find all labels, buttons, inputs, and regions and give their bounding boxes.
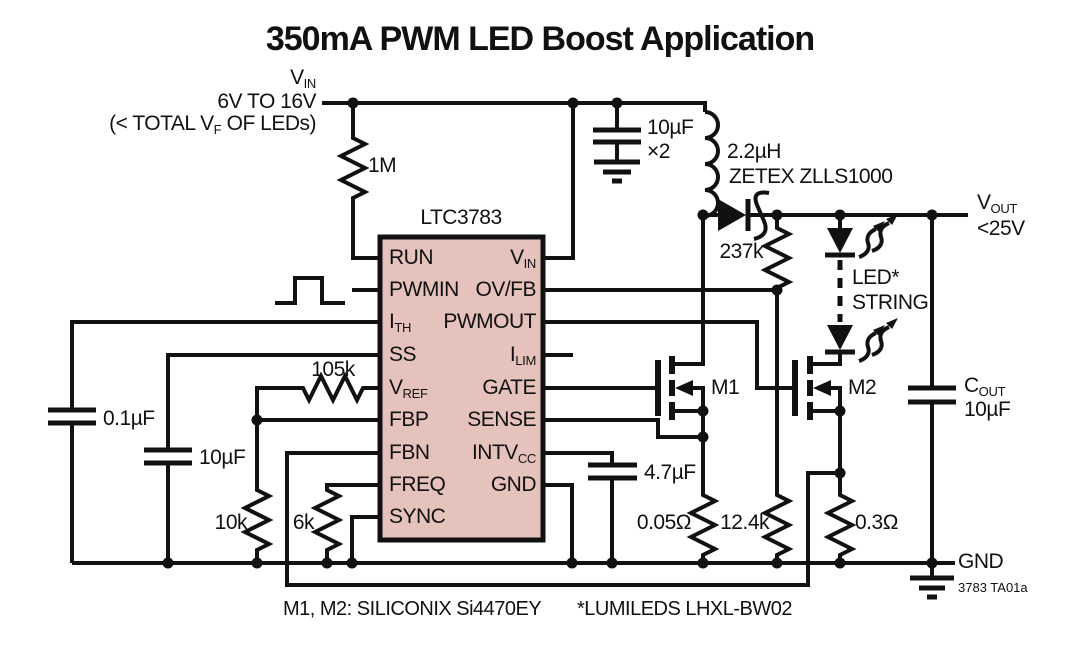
label-resistor-105k: 105k bbox=[311, 358, 355, 381]
label-cin-value: 10µF bbox=[647, 116, 694, 139]
label-gnd: GND bbox=[958, 550, 1004, 573]
pin-fbn: FBN bbox=[389, 441, 430, 464]
label-cin-qty: ×2 bbox=[647, 140, 670, 163]
label-m2: M2 bbox=[848, 376, 877, 399]
label-inductor: 2.2µH bbox=[727, 140, 781, 163]
output-capacitor bbox=[908, 215, 956, 563]
pin-fbp: FBP bbox=[389, 408, 429, 431]
pin-ovfb: OV/FB bbox=[475, 278, 536, 301]
pwmout-wire bbox=[543, 320, 795, 390]
vref-divider bbox=[240, 371, 380, 563]
label-resistor-1m: 1M bbox=[368, 154, 397, 177]
label-resistor-10k: 10k bbox=[214, 511, 248, 534]
pwm-pulse-waveform bbox=[275, 276, 380, 305]
pin-gate: GATE bbox=[482, 376, 536, 399]
label-resistor-6k: 6k bbox=[292, 511, 315, 534]
label-vin-rail: VIN bbox=[290, 66, 316, 91]
pin-vref: VREF bbox=[389, 376, 428, 401]
label-led-string-2: STRING bbox=[852, 291, 929, 314]
label-cout-value: 10µF bbox=[964, 398, 1011, 421]
pin-pwmin: PWMIN bbox=[389, 278, 459, 301]
vin-rail bbox=[322, 101, 707, 260]
pin-vin: VIN bbox=[510, 246, 536, 271]
sense-wire bbox=[543, 418, 703, 439]
label-cout-name: COUT bbox=[964, 374, 1006, 399]
inductor-coil bbox=[704, 110, 720, 218]
pin-gnd: GND bbox=[490, 473, 537, 496]
note-led: *LUMILEDS LHXL-BW02 bbox=[577, 598, 793, 620]
note-mosfets: M1, M2: SILICONIX Si4470EY bbox=[283, 598, 542, 620]
pin-ss: SS bbox=[389, 343, 417, 366]
sync-wire bbox=[350, 515, 380, 563]
fbn-route bbox=[285, 451, 840, 587]
pin-pwmout: PWMOUT bbox=[443, 310, 536, 333]
label-resistor-12k4: 12.4k bbox=[720, 511, 769, 534]
pin-run: RUN bbox=[389, 246, 434, 269]
ic-ltc3783-body bbox=[377, 234, 546, 543]
mosfet-m2 bbox=[792, 352, 842, 473]
label-led-string-1: LED* bbox=[852, 266, 900, 289]
label-resistor-0p3: 0.3Ω bbox=[855, 511, 898, 534]
pin-sense: SENSE bbox=[467, 408, 536, 431]
ground-rail bbox=[72, 561, 955, 600]
input-capacitor bbox=[593, 103, 641, 184]
intvcc-capacitor bbox=[543, 451, 637, 563]
ith-network bbox=[48, 320, 380, 563]
label-c-ith: 0.1µF bbox=[103, 407, 155, 430]
gnd-pin-wire bbox=[543, 483, 574, 563]
pin-sync: SYNC bbox=[389, 505, 446, 528]
label-ic-part: LTC3783 bbox=[420, 206, 502, 229]
ovfb-divider bbox=[543, 215, 794, 563]
label-doc-ref: 3783 TA01a bbox=[958, 580, 1028, 595]
label-diode: ZETEX ZLLS1000 bbox=[729, 165, 893, 188]
label-vout-rail: VOUT bbox=[977, 191, 1018, 216]
label-m1: M1 bbox=[711, 376, 740, 399]
resistor-0p3 bbox=[823, 473, 857, 563]
label-resistor-0p05: 0.05Ω bbox=[636, 511, 692, 534]
pin-intvcc: INTVCC bbox=[471, 441, 536, 466]
label-vout-limit: <25V bbox=[977, 217, 1025, 240]
mosfet-m1 bbox=[655, 215, 705, 437]
label-vin-condition: (< TOTAL VF OF LEDs) bbox=[109, 112, 316, 137]
page-title: 350mA PWM LED Boost Application bbox=[265, 20, 815, 58]
resistor-6k bbox=[310, 483, 380, 563]
pin-ilim: ILIM bbox=[509, 343, 536, 368]
label-c-ss: 10µF bbox=[199, 446, 246, 469]
label-c-intvcc: 4.7µF bbox=[644, 461, 696, 484]
label-resistor-237k: 237k bbox=[719, 240, 763, 263]
resistor-0p05 bbox=[686, 437, 720, 563]
pin-freq: FREQ bbox=[389, 473, 446, 496]
ss-capacitor bbox=[144, 353, 380, 563]
resistor-1m bbox=[336, 103, 380, 260]
label-vin-range: 6V TO 16V bbox=[217, 90, 316, 113]
junction-dots bbox=[162, 97, 938, 569]
pin-ith: ITH bbox=[389, 310, 412, 335]
